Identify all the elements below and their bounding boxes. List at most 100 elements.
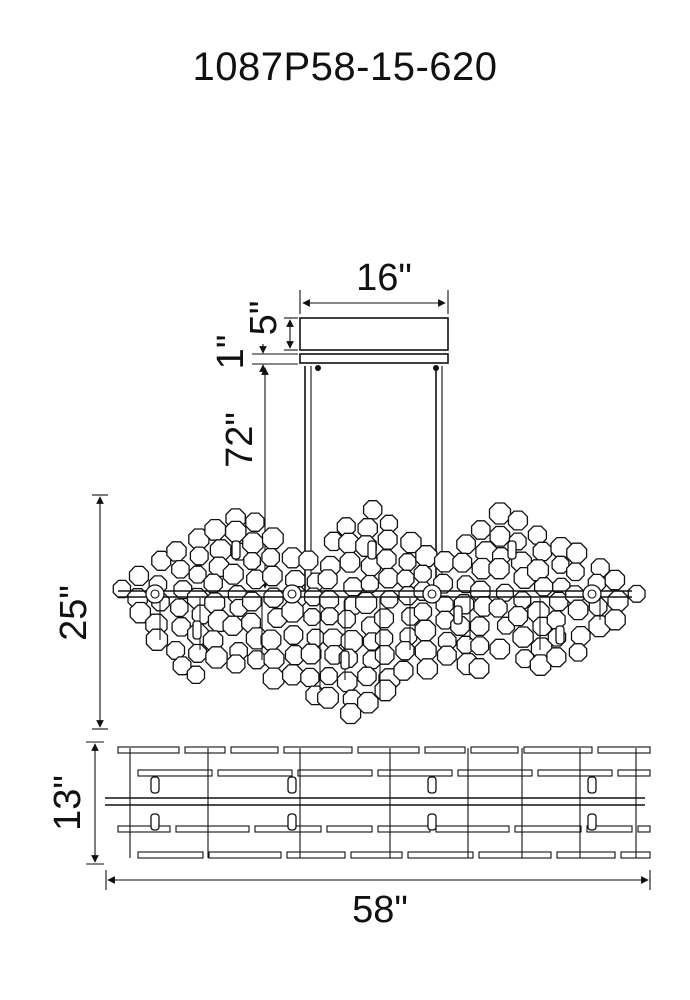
crystal-piece bbox=[568, 643, 588, 662]
crystal-piece bbox=[317, 686, 339, 709]
fixture-height-label: 25" bbox=[53, 585, 95, 641]
crystal-piece bbox=[507, 510, 529, 531]
crystal-piece bbox=[300, 643, 322, 665]
crystal-piece bbox=[362, 500, 383, 520]
frame-segment bbox=[537, 769, 613, 777]
crystal-piece bbox=[393, 660, 414, 681]
model-number-title: 1087P58-15-620 bbox=[192, 45, 498, 89]
crystal-piece bbox=[416, 658, 439, 680]
crystal-piece bbox=[376, 549, 397, 570]
bulbs bbox=[192, 540, 565, 670]
crystal-piece bbox=[166, 541, 187, 562]
bulb bbox=[555, 625, 565, 645]
height-25-dimension: 25" bbox=[53, 494, 108, 730]
crystal-piece bbox=[263, 648, 285, 670]
crystal-piece bbox=[413, 564, 432, 583]
bulb bbox=[367, 540, 377, 560]
frame-segment bbox=[377, 825, 431, 833]
frame-segment bbox=[457, 769, 533, 777]
crystal-piece bbox=[247, 650, 267, 670]
bulb-top-view bbox=[287, 813, 297, 831]
frame-segment bbox=[283, 746, 353, 754]
bulb bbox=[192, 620, 202, 640]
crystal-piece bbox=[262, 565, 283, 587]
crystal-piece bbox=[470, 520, 491, 540]
crystal-piece bbox=[129, 601, 152, 624]
crystal-piece bbox=[222, 615, 243, 636]
crystal-piece bbox=[507, 605, 529, 627]
crystal-piece bbox=[360, 574, 380, 594]
crystal-piece bbox=[567, 599, 589, 621]
frame-segment bbox=[230, 746, 279, 754]
crystal-piece bbox=[604, 569, 626, 591]
gap-1-dimension: 1" bbox=[210, 335, 298, 375]
crystal-piece bbox=[456, 534, 476, 555]
crystal-piece bbox=[261, 527, 284, 550]
crystal-piece bbox=[203, 573, 223, 594]
crystal-piece bbox=[604, 609, 626, 631]
height-5-dimension: 5" bbox=[243, 301, 298, 351]
frame-segment bbox=[435, 825, 510, 833]
crystal-piece bbox=[336, 671, 358, 693]
crystal-piece bbox=[171, 559, 190, 579]
crystal-piece bbox=[456, 575, 475, 594]
frame-segment bbox=[424, 746, 466, 754]
frame-segment bbox=[326, 825, 373, 833]
bulb-top-view bbox=[587, 813, 597, 831]
frame-segment bbox=[117, 825, 171, 833]
bulb-top-view bbox=[587, 776, 597, 794]
crystal-piece bbox=[607, 590, 629, 612]
frame-segment bbox=[478, 851, 552, 859]
crystal-cluster bbox=[112, 500, 646, 725]
frame-segment bbox=[117, 746, 180, 754]
frame-segment bbox=[514, 825, 582, 833]
frame-segment bbox=[597, 746, 651, 754]
frame-segment bbox=[217, 769, 293, 777]
crystal-piece bbox=[261, 547, 281, 567]
depth-13-dimension: 13" bbox=[47, 741, 104, 865]
frame-segment bbox=[184, 746, 226, 754]
crystal-piece bbox=[340, 629, 363, 653]
bulb-top-view bbox=[150, 776, 160, 794]
gap-label: 1" bbox=[210, 335, 252, 370]
crystal-piece bbox=[566, 562, 585, 582]
crystal-piece bbox=[533, 577, 554, 597]
crystal-piece bbox=[281, 547, 303, 569]
frame-segment bbox=[137, 851, 204, 859]
crystal-piece bbox=[468, 658, 490, 679]
crystal-piece bbox=[204, 518, 227, 541]
frame-segment bbox=[377, 769, 453, 777]
crystal-piece bbox=[570, 625, 591, 646]
crystal-piece bbox=[357, 518, 378, 539]
crystal-piece bbox=[245, 512, 265, 532]
crystal-piece bbox=[377, 529, 398, 550]
crystal-piece bbox=[226, 654, 246, 674]
frame-segment bbox=[407, 851, 474, 859]
frame-segment bbox=[637, 825, 651, 833]
bulb-top-view bbox=[287, 776, 297, 794]
crystal-piece bbox=[566, 542, 588, 564]
crystal-piece bbox=[488, 557, 510, 580]
crystal-piece bbox=[380, 590, 399, 609]
bulb bbox=[340, 650, 350, 670]
crystal-piece bbox=[188, 643, 208, 663]
crystal-piece bbox=[298, 550, 319, 571]
crystal-piece bbox=[128, 565, 150, 587]
crystal-piece bbox=[300, 667, 320, 688]
crystal-piece bbox=[339, 551, 361, 573]
crystal-piece bbox=[343, 577, 363, 597]
crystal-piece bbox=[243, 552, 262, 570]
crystal-piece bbox=[373, 608, 395, 629]
crystal-piece bbox=[433, 551, 456, 573]
crystal-piece bbox=[262, 667, 285, 690]
frame-segment bbox=[617, 769, 651, 777]
crystal-piece bbox=[281, 600, 304, 623]
frame-segment bbox=[297, 769, 373, 777]
crystal-piece bbox=[188, 565, 207, 584]
crystal-piece bbox=[488, 598, 508, 618]
crystal-piece bbox=[400, 531, 422, 554]
crystal-piece bbox=[546, 647, 567, 668]
crystal-piece bbox=[172, 656, 192, 676]
frame-segment bbox=[586, 825, 633, 833]
